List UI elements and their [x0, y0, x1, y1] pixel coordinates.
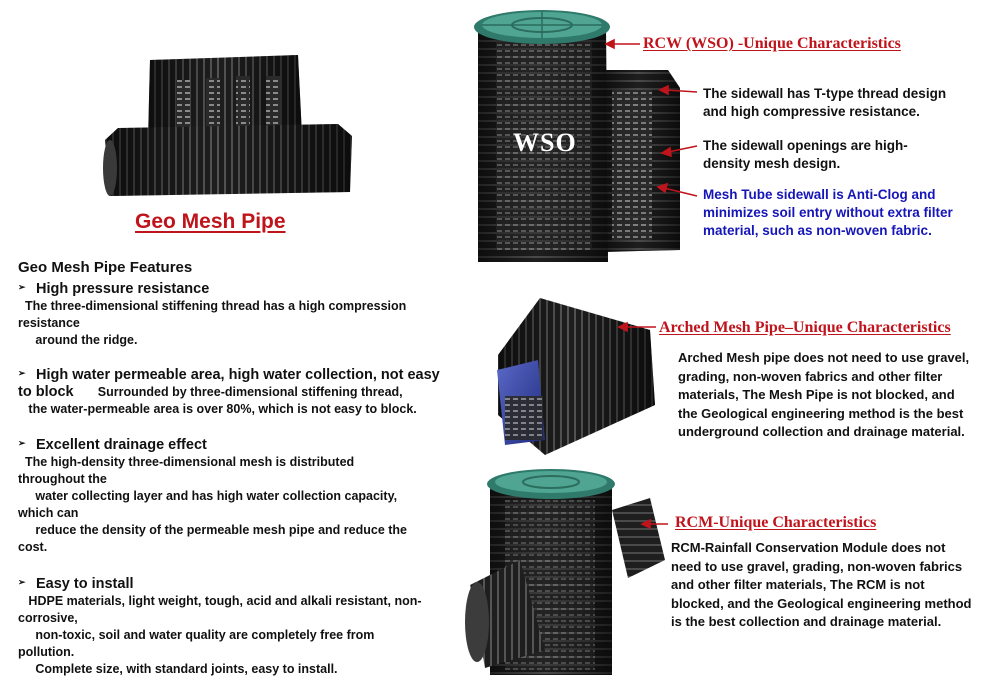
feature-body: HDPE materials, light weight, tough, aci…: [18, 594, 422, 676]
bullet-arrow-icon: ➢: [18, 438, 26, 448]
feature-heading: Excellent drainage effect: [36, 437, 207, 453]
rcm-body: RCM-Rainfall Conservation Module does no…: [671, 540, 972, 629]
feature-heading: High pressure resistance: [36, 281, 210, 297]
feature-body: The high-density three-dimensional mesh …: [18, 455, 407, 554]
feature-permeable: ➢High water permeable area, high water c…: [18, 365, 473, 418]
rcm-section-title: RCM-Unique Characteristics: [675, 514, 877, 531]
wso-label: WSO: [513, 128, 577, 157]
bullet-arrow-icon: ➢: [18, 282, 26, 292]
callout-arrows: [604, 38, 698, 530]
geo-mesh-pipe-title: Geo Mesh Pipe: [135, 210, 286, 233]
wso-note-anticlog: Mesh Tube sidewall is Anti-Clog and mini…: [703, 187, 953, 238]
feature-body: the water-permeable area is over 80%, wh…: [18, 402, 417, 416]
feature-heading: High water permeable area, high water co…: [18, 367, 440, 400]
feature-body: The three-dimensional stiffening thread …: [18, 299, 407, 347]
features-heading: Geo Mesh Pipe Features: [18, 259, 193, 276]
feature-drainage: ➢ Excellent drainage effect The high-dens…: [18, 435, 473, 556]
wso-section-title: RCW (WSO) -Unique Characteristics: [643, 35, 901, 52]
feature-heading-tail: Surrounded by three-dimensional stiffeni…: [97, 385, 403, 399]
wso-tower-image: [474, 10, 680, 262]
feature-pressure: ➢ High pressure resistance The three-dime…: [18, 279, 473, 349]
wso-note-openings: The sidewall openings are high- density …: [703, 138, 908, 171]
arched-section-title: Arched Mesh Pipe–Unique Characteristics: [659, 319, 951, 336]
bullet-arrow-icon: ➢: [18, 368, 26, 378]
rcm-module-image: [465, 469, 665, 675]
arched-mesh-pipe-image: [497, 298, 655, 455]
wso-note-thread: The sidewall has T-type thread design an…: [703, 86, 947, 119]
bullet-arrow-icon: ➢: [18, 577, 26, 587]
geo-mesh-pipe-image: [103, 55, 352, 196]
feature-install: ➢ Easy to install HDPE materials, light w…: [18, 574, 473, 678]
feature-heading: Easy to install: [36, 576, 134, 592]
arched-body: Arched Mesh pipe does not need to use gr…: [678, 350, 970, 439]
